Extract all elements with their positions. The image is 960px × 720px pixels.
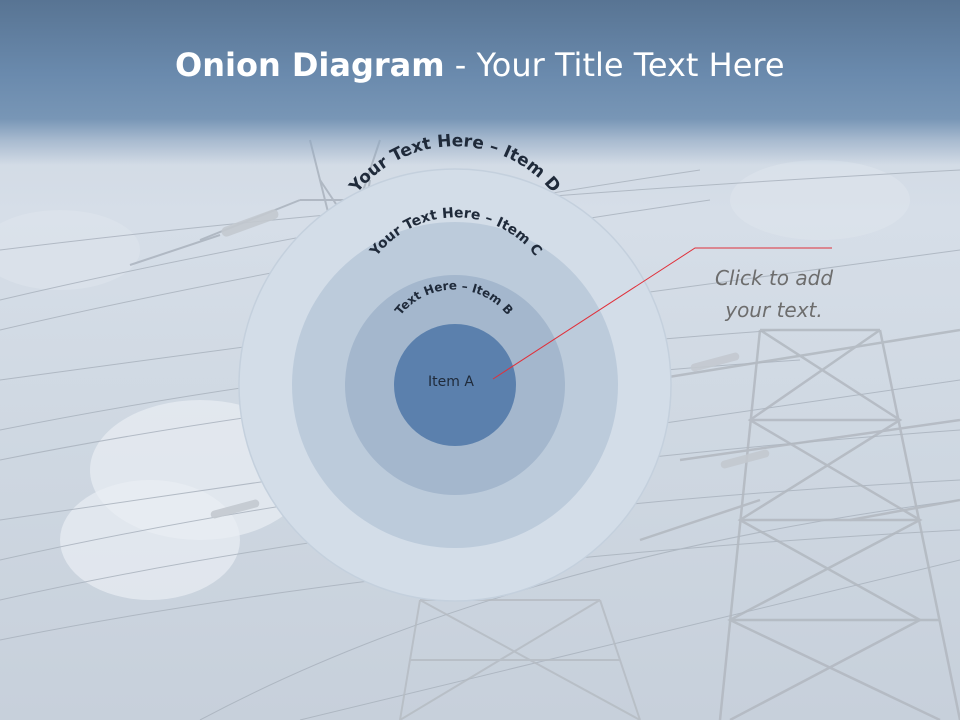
title-bold-part: Onion Diagram <box>175 46 445 84</box>
callout-leader-line <box>492 247 832 380</box>
title-rest-part: - Your Title Text Here <box>444 46 785 84</box>
slide-title[interactable]: Onion Diagram - Your Title Text Here <box>175 46 785 84</box>
layer-a-label[interactable]: Item A <box>428 374 474 390</box>
onion-layer-a[interactable] <box>394 324 516 446</box>
title-bar <box>0 0 960 165</box>
callout-text[interactable]: Click to add your text. <box>714 266 834 322</box>
